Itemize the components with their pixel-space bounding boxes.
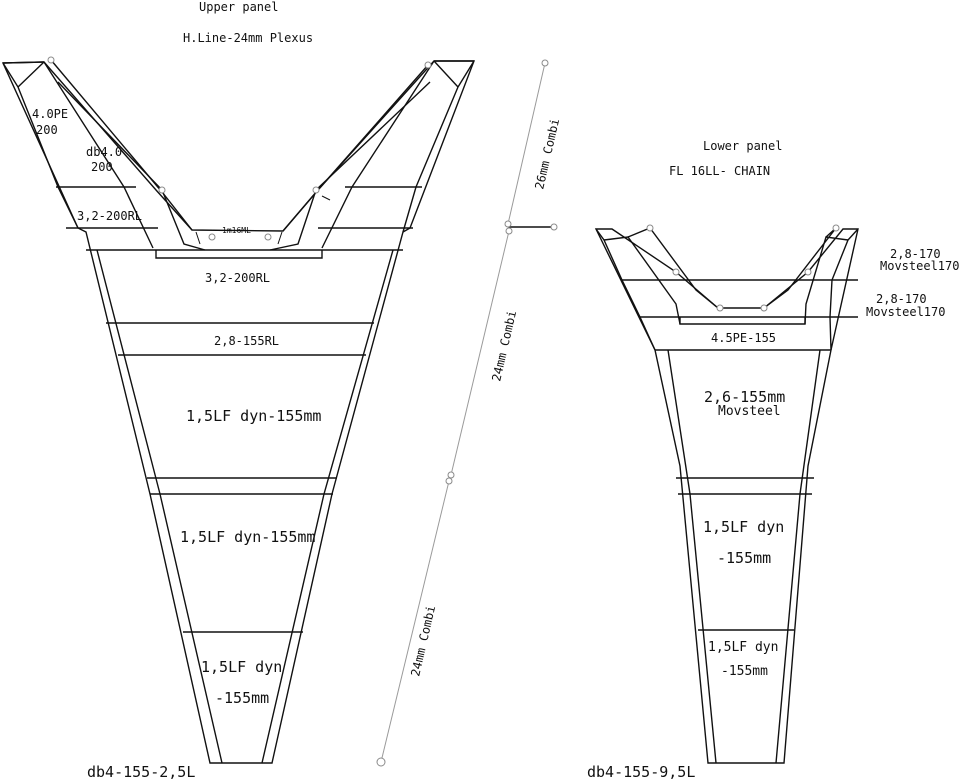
lower-section-label-4a: 1,5LF dyn [708,640,778,655]
upper-section-label-5: 1,5LF dyn-155mm [180,528,315,546]
upper-section-label-6b: -155mm [215,689,269,707]
lower-node[interactable] [760,304,768,312]
lower-section-label-3b: -155mm [717,549,771,567]
upper-section-label-2: 3,2-200RL [205,271,270,285]
lower-right-wing-line-3 [763,227,837,309]
upper-belly-tick-right [277,231,283,245]
combi-node[interactable] [445,477,453,485]
upper-panel: Upper panel H.Line-24mm Plexus 4.0PE 200… [1,0,476,781]
upper-section-label-4: 1,5LF dyn-155mm [186,407,321,425]
upper-left-wing-line-3 [17,61,45,88]
lower-node[interactable] [716,304,724,312]
lower-node[interactable] [804,268,812,276]
lower-panel-outline [594,228,859,764]
upper-section-label-3: 2,8-155RL [214,334,279,348]
upper-section-label-1: 3,2-200RL [77,209,142,223]
lower-panel-code: db4-155-9,5L [587,763,695,781]
lower-wing-label-2b: Movsteel170 [866,305,945,319]
upper-node[interactable] [264,233,272,241]
lower-node[interactable] [646,224,654,232]
upper-wing-left-label-a: 4.0PE [32,107,68,121]
combi-label-lower: 24mm Combi [408,604,438,678]
upper-right-wing-line-3 [433,60,459,88]
upper-node[interactable] [47,56,55,64]
lower-right-wing-line-2 [804,236,849,325]
lower-node[interactable] [832,224,840,232]
upper-belly-tick-left [195,231,201,245]
upper-right-wing-line-5 [282,64,429,232]
lower-wing-label-1a: 2,8-170 [890,247,941,261]
upper-left-wing-line-1 [2,62,19,88]
combi-node[interactable] [504,220,512,228]
upper-belly-label: 1m16ML [222,226,251,235]
lower-wing-label-1b: Movsteel170 [880,259,959,273]
upper-body-inner-left [96,249,223,764]
combi-node[interactable] [447,471,455,479]
upper-right-wing-line-1 [457,60,475,88]
lower-panel-subtitle: FL 16LL- CHAIN [669,164,770,178]
lower-body-inner-right [775,349,821,764]
combi-rope-middle [450,230,510,476]
lower-panel: Lower panel FL 16LL- CHAIN 2,8-170 Movst… [587,139,959,781]
upper-panel-code: db4-155-2,5L [87,763,195,781]
lower-left-wing-line-2 [603,236,681,325]
upper-node[interactable] [158,186,166,194]
upper-right-wing-line-6 [269,81,431,251]
lower-section-label-4b: -155mm [721,664,768,679]
combi-node[interactable] [505,227,513,235]
combi-rope-upper [507,62,546,225]
lower-section-label-2b: Movsteel [718,404,781,419]
lower-left-wing-line-3 [627,227,719,309]
upper-body-inner-right [261,249,394,764]
combi-rope-lower [380,480,450,763]
upper-left-wing-line-6 [57,81,206,251]
upper-panel-title: Upper panel [199,0,278,14]
combi-node[interactable] [376,757,386,767]
upper-belly-tick-mid [321,195,331,201]
upper-wing-right-label-b: 200 [91,160,113,174]
lower-panel-title: Lower panel [703,139,782,153]
upper-wing-left-label-b: 200 [36,123,58,137]
lower-belly-box [679,317,806,325]
upper-belly-box [155,250,323,259]
upper-right-wing-line-2 [402,86,459,233]
upper-section-label-6a: 1,5LF dyn [201,658,282,676]
lower-wing-label-2a: 2,8-170 [876,292,927,306]
upper-node[interactable] [208,233,216,241]
upper-node[interactable] [312,186,320,194]
combi-node[interactable] [550,223,558,231]
lower-section-label-1: 4.5PE-155 [711,331,776,345]
upper-wing-right-label-a: db4.0 [86,145,122,159]
combi-label-middle: 24mm Combi [489,309,519,383]
lower-node[interactable] [672,268,680,276]
upper-wing-top-left [2,61,45,64]
upper-right-wing-line-4 [321,60,435,249]
lower-section-label-2a: 2,6-155mm [704,388,785,406]
upper-node[interactable] [424,61,432,69]
combi-node[interactable] [541,59,549,67]
lower-body-inner-left [667,349,717,764]
combi-label-upper: 26mm Combi [532,117,562,191]
combi-rope: 26mm Combi 24mm Combi 24mm Combi [376,59,562,767]
upper-panel-subtitle: H.Line-24mm Plexus [183,31,313,45]
lower-section-label-3a: 1,5LF dyn [703,518,784,536]
